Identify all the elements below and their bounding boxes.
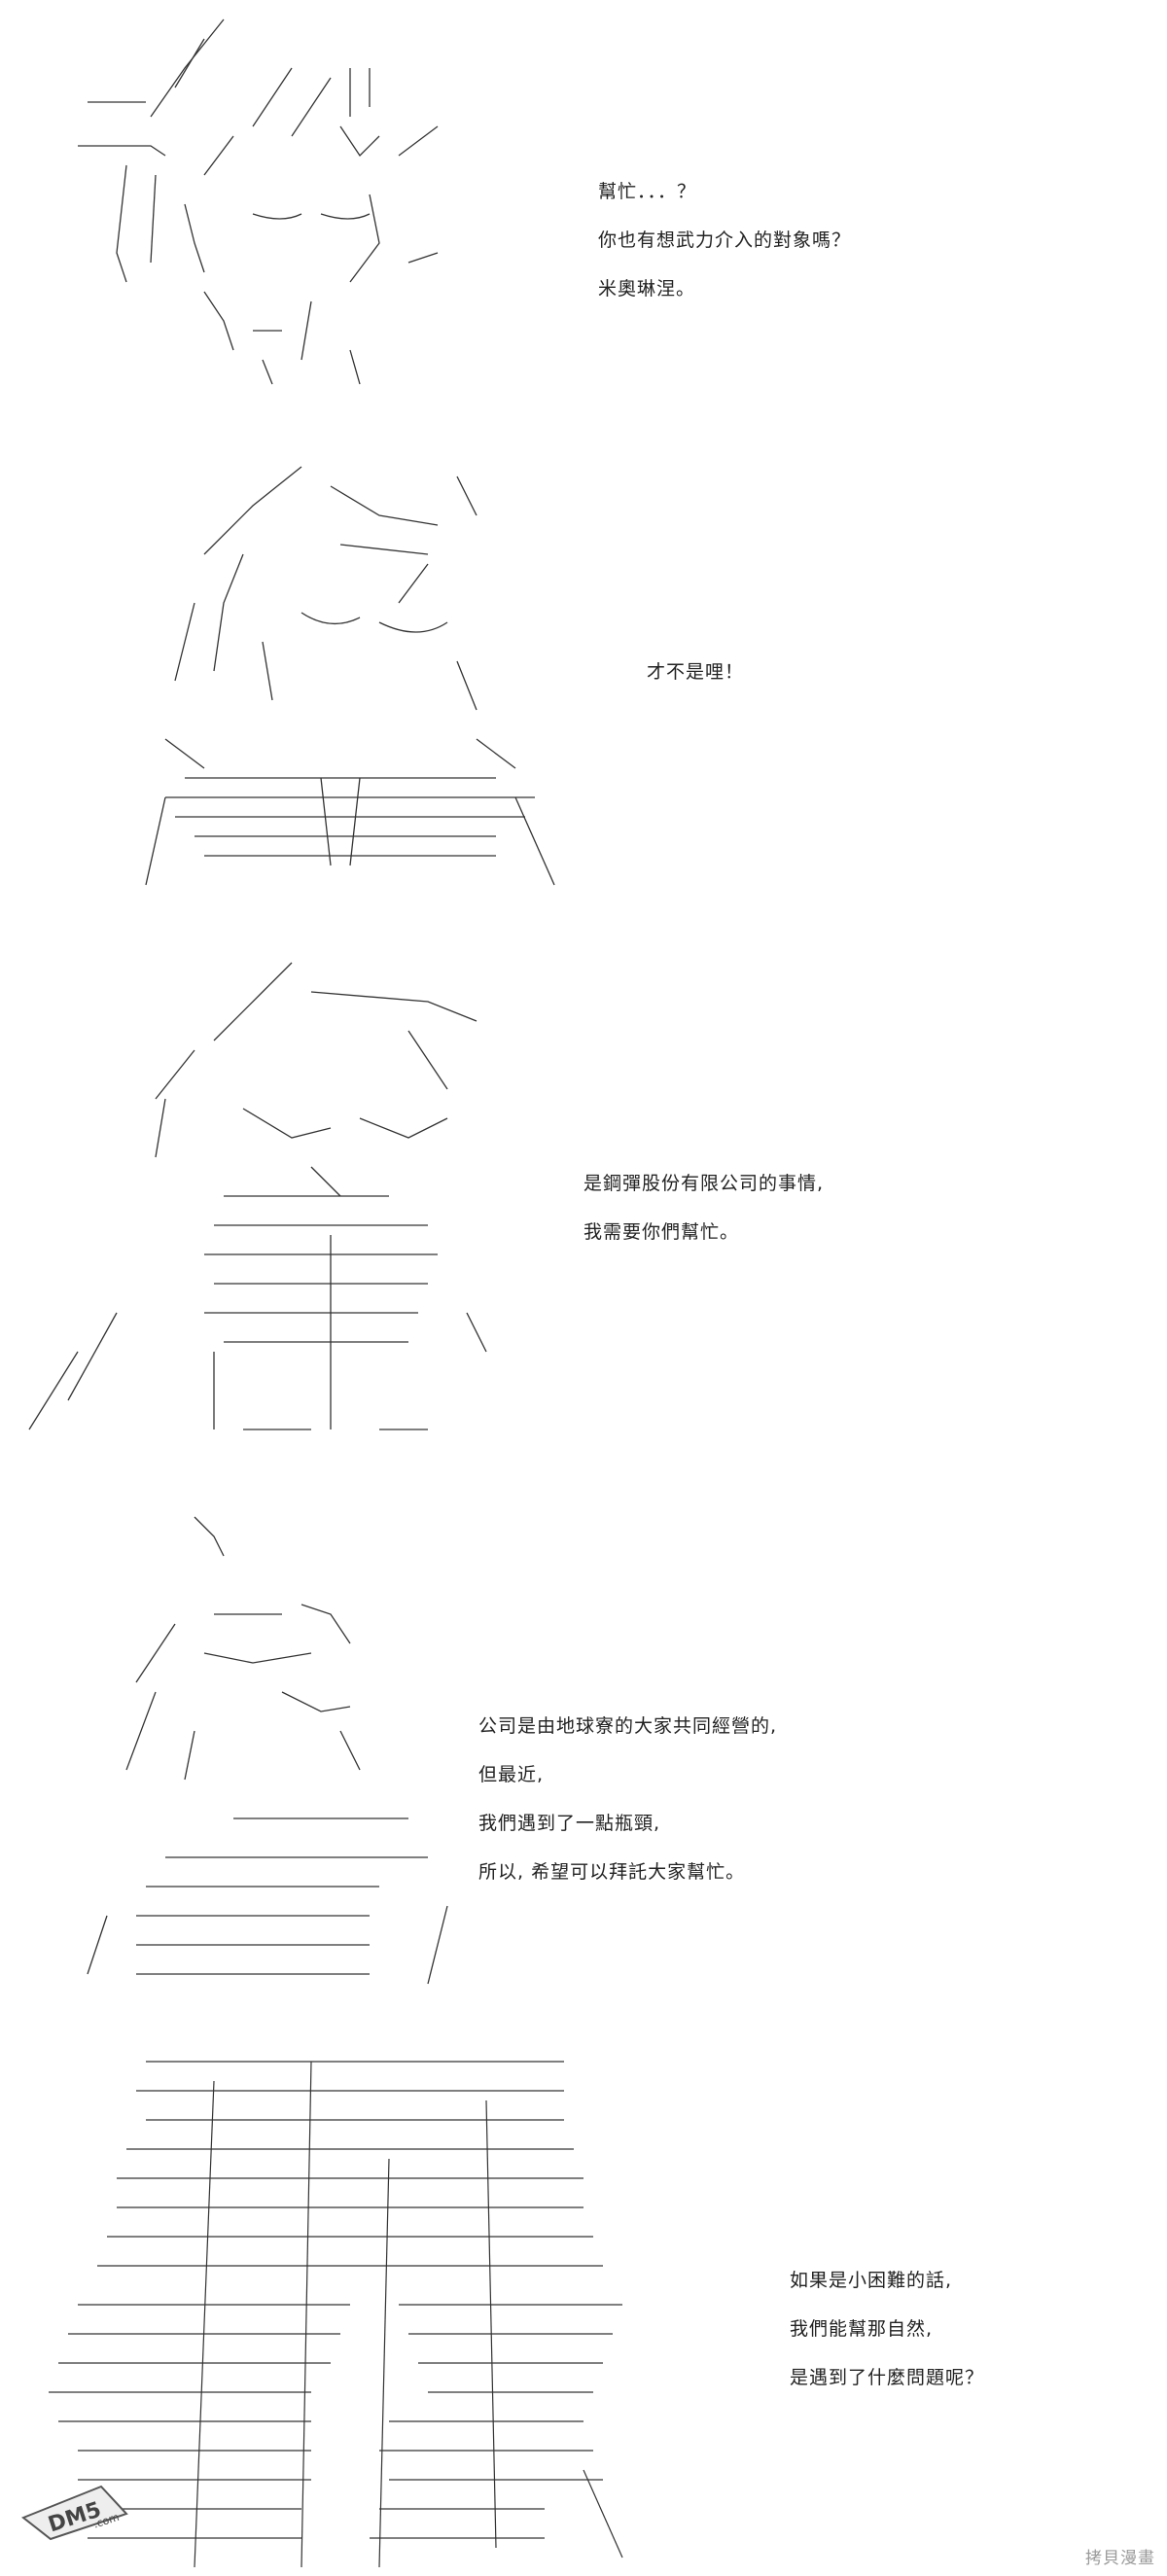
panel-2: 才不是哩！ bbox=[0, 428, 1167, 914]
dialogue-line: 幫忙．．．？ bbox=[598, 181, 697, 202]
dialogue-line: 所以, 希望可以拜託大家幫忙。 bbox=[478, 1861, 746, 1883]
dialogue-panel-1: 幫忙．．．？ 你也有想武力介入的對象嗎？ 米奧琳涅。 bbox=[598, 167, 851, 313]
watermark-text: 拷貝漫畫 bbox=[1085, 2549, 1155, 2568]
dialogue-line: 我們遇到了一點瓶頸, bbox=[478, 1813, 661, 1834]
panel-5: 如果是小困難的話, 我們能幫那自然, 是遇到了什麼問題呢？ bbox=[0, 2032, 1167, 2576]
dialogue-line: 是鋼彈股份有限公司的事情, bbox=[584, 1173, 825, 1194]
dm5-logo: DM5 .com bbox=[18, 2475, 134, 2543]
dialogue-line: 公司是由地球寮的大家共同經營的, bbox=[478, 1715, 778, 1737]
dialogue-line: 你也有想武力介入的對象嗎？ bbox=[598, 229, 852, 251]
dialogue-panel-3: 是鋼彈股份有限公司的事情, 我需要你們幫忙。 bbox=[584, 1159, 824, 1256]
dialogue-panel-5: 如果是小困難的話, 我們能幫那自然, 是遇到了什麼問題呢？ bbox=[790, 2256, 984, 2402]
panel-3: 是鋼彈股份有限公司的事情, 我需要你們幫忙。 bbox=[0, 924, 1167, 1459]
dialogue-panel-2: 才不是哩！ bbox=[647, 648, 744, 696]
ascii-art-character-1 bbox=[58, 10, 477, 399]
panel-4: 公司是由地球寮的大家共同經營的, 但最近, 我們遇到了一點瓶頸, 所以, 希望可… bbox=[0, 1478, 1167, 2023]
ascii-art-character-5 bbox=[19, 2042, 642, 2567]
ascii-art-character-4 bbox=[58, 1498, 467, 2003]
dialogue-line: 如果是小困難的話, bbox=[790, 2270, 953, 2291]
dialogue-panel-4: 公司是由地球寮的大家共同經營的, 但最近, 我們遇到了一點瓶頸, 所以, 希望可… bbox=[478, 1702, 777, 1896]
dialogue-line: 才不是哩！ bbox=[647, 661, 745, 683]
ascii-art-character-3 bbox=[19, 943, 545, 1449]
panel-1: 幫忙．．．？ 你也有想武力介入的對象嗎？ 米奧琳涅。 bbox=[0, 0, 1167, 418]
dialogue-line: 是遇到了什麼問題呢？ bbox=[790, 2367, 985, 2388]
dialogue-line: 米奧琳涅。 bbox=[598, 278, 696, 300]
ascii-art-character-2 bbox=[107, 447, 584, 895]
dialogue-line: 我需要你們幫忙。 bbox=[584, 1221, 740, 1243]
dialogue-line: 我們能幫那自然, bbox=[790, 2318, 934, 2340]
dialogue-line: 但最近, bbox=[478, 1764, 545, 1785]
